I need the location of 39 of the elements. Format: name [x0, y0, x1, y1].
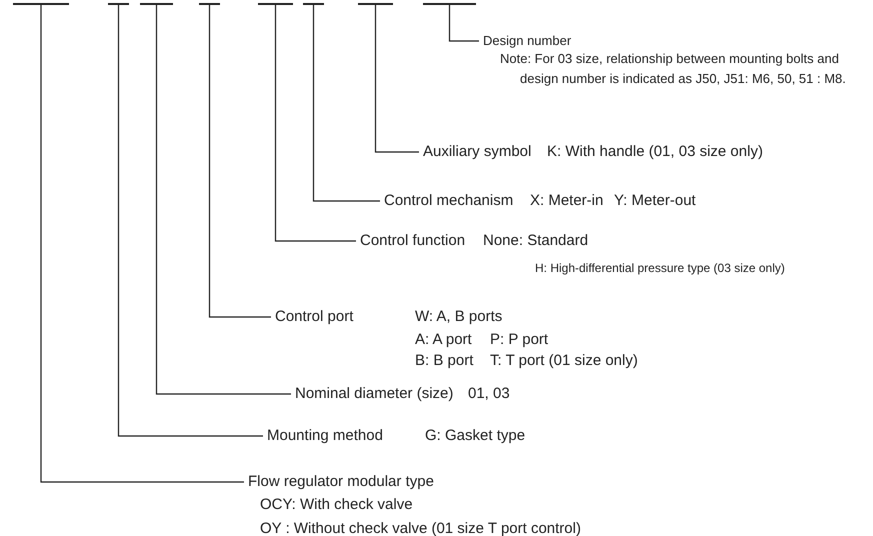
- field-heading: Control mechanism: [384, 192, 514, 209]
- leader-line: [40, 4, 244, 483]
- field-heading: Design number: [483, 32, 572, 49]
- option-text: T: T port (01 size only): [490, 352, 638, 369]
- option-text: K: With handle (01, 03 size only): [547, 143, 763, 160]
- field-heading: Control port: [275, 308, 354, 325]
- option-text: G: Gasket type: [425, 427, 526, 444]
- option-text: A: A port: [415, 331, 472, 348]
- leader-line: [312, 4, 380, 202]
- leader-line: [374, 4, 419, 153]
- field-heading: Auxiliary symbol: [423, 143, 532, 160]
- option-text: Y: Meter-out: [614, 192, 696, 209]
- option-text: 01, 03: [468, 385, 510, 402]
- field-heading: Mounting method: [267, 427, 383, 444]
- code-slot-line: [358, 3, 393, 5]
- leader-line: [156, 4, 291, 395]
- option-text: OCY: With check valve: [260, 496, 413, 513]
- option-text: P: P port: [490, 331, 548, 348]
- code-slot-line: [303, 3, 324, 5]
- code-slot-line: [13, 3, 69, 5]
- option-text: None: Standard: [483, 232, 588, 249]
- code-slot-line: [140, 3, 173, 5]
- leader-line: [118, 4, 263, 437]
- code-slot-line: [258, 3, 293, 5]
- code-slot-line: [199, 3, 220, 5]
- option-text: OY : Without check valve (01 size T port control): [260, 520, 581, 536]
- leader-line: [448, 4, 479, 42]
- field-heading: Nominal diameter (size): [295, 385, 454, 402]
- field-heading: Flow regulator modular type: [248, 473, 434, 490]
- option-text: X: Meter-in: [530, 192, 604, 209]
- code-slot-line: [423, 3, 476, 5]
- option-text: B: B port: [415, 352, 474, 369]
- field-heading: Control function: [360, 232, 466, 249]
- note-text: Note: For 03 size, relationship between mounting bolts and design number is indicated as J50, J51: M6, 50, 51 : M8.: [500, 50, 847, 88]
- leader-line: [274, 4, 356, 242]
- option-text: H: High-differential pressure type (03 size only): [535, 260, 785, 277]
- option-text: W: A, B ports: [415, 308, 502, 325]
- leader-line: [208, 4, 271, 318]
- code-slot-line: [108, 3, 129, 5]
